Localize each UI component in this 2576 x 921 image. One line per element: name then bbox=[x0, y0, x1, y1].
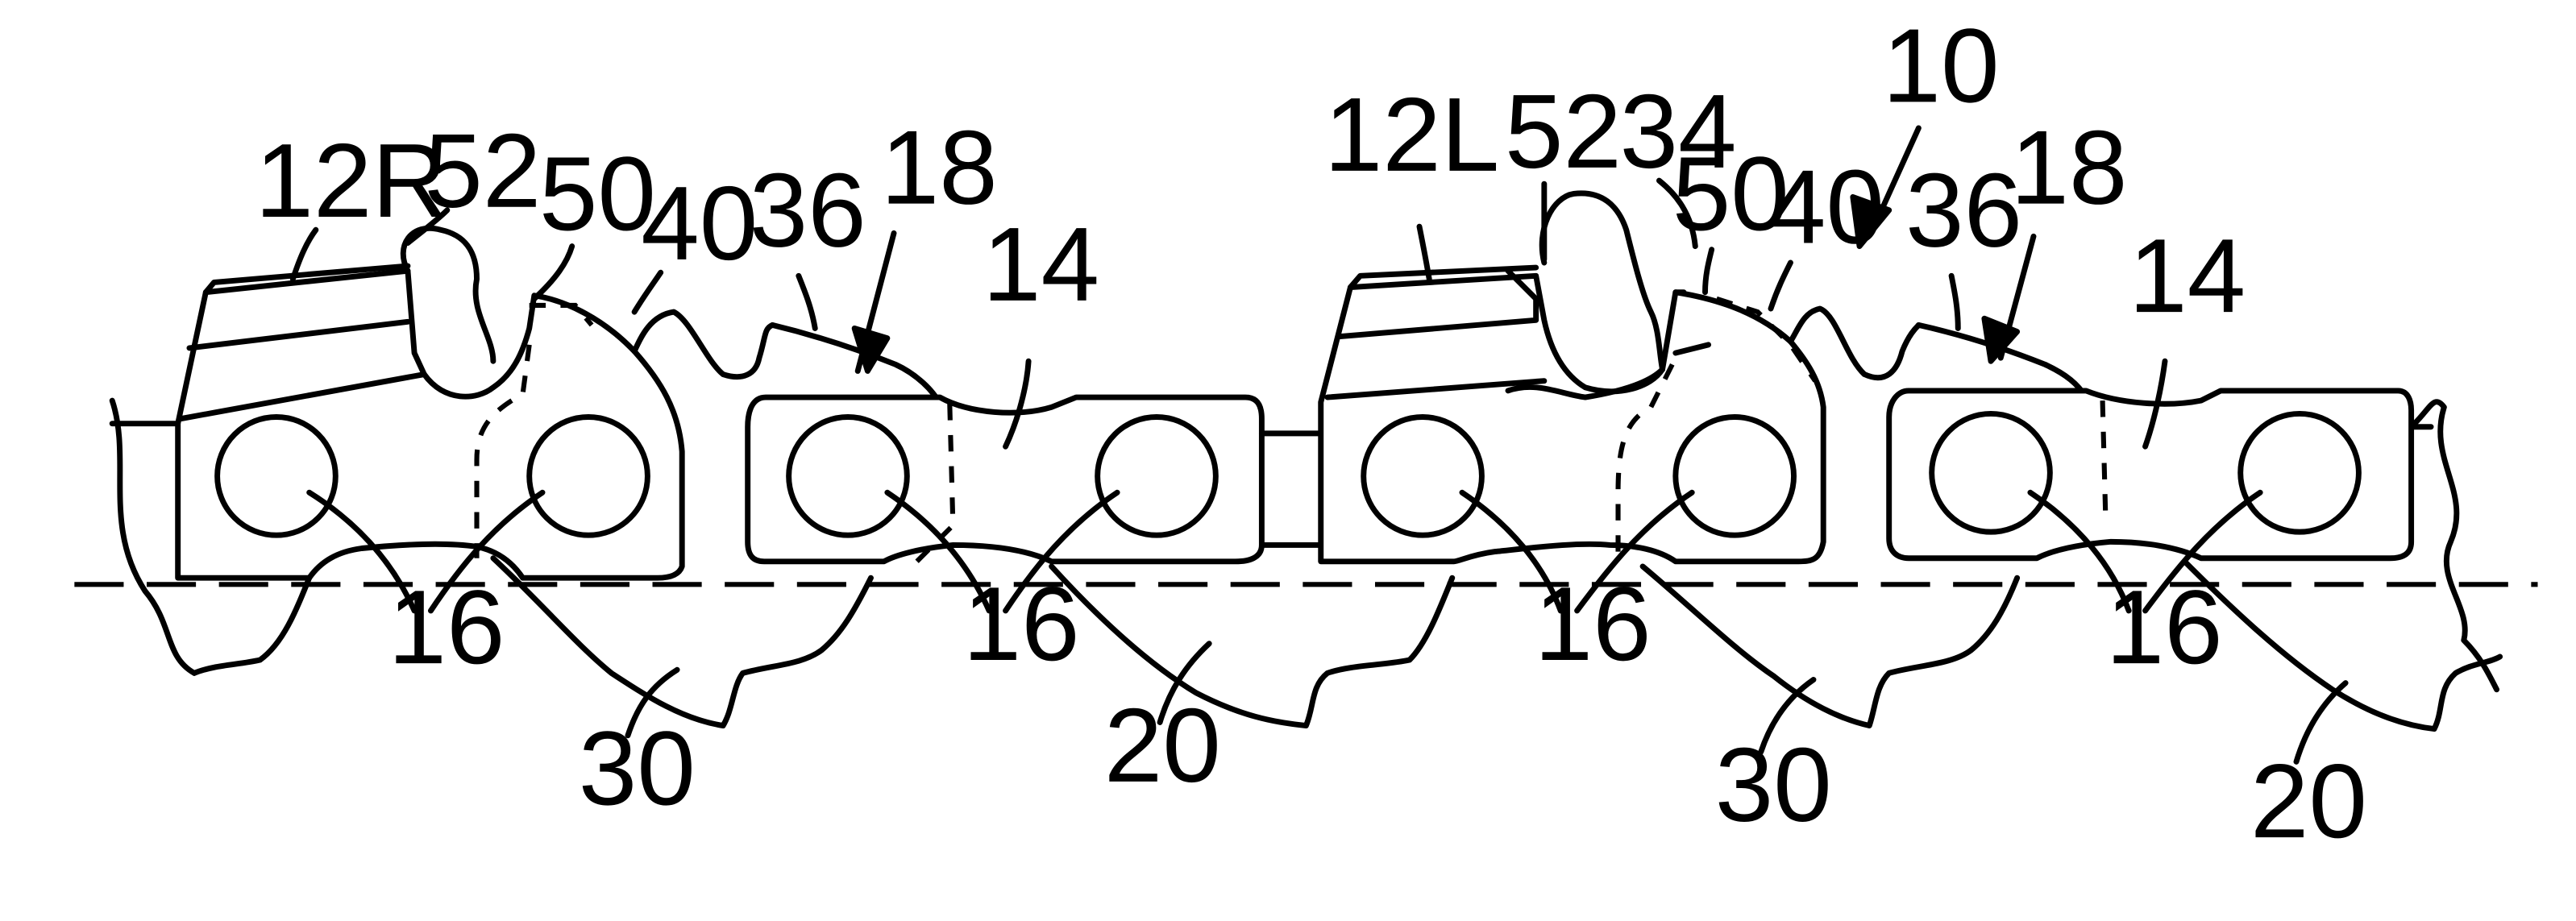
leader-16-2 bbox=[427, 489, 546, 614]
label-40-right: 40 bbox=[1768, 148, 1884, 266]
label-52-left: 52 bbox=[424, 112, 541, 230]
label-16-a: 16 bbox=[388, 568, 505, 686]
depth-gauge-40-right bbox=[1672, 289, 1922, 381]
left-break-line bbox=[109, 397, 197, 676]
label-50-left: 50 bbox=[539, 135, 656, 252]
chain-connector bbox=[1258, 430, 1324, 548]
label-12r: 12R bbox=[255, 122, 447, 239]
leader-34 bbox=[1656, 177, 1698, 250]
leader-16-3 bbox=[884, 489, 992, 614]
leader-16-6 bbox=[1574, 489, 1695, 614]
label-16-d: 16 bbox=[2106, 568, 2223, 686]
rivet-16-1 bbox=[214, 414, 339, 538]
rivet-16-2 bbox=[526, 414, 650, 538]
leader-lines bbox=[289, 125, 2349, 765]
leader-50-right bbox=[1702, 247, 1715, 296]
label-30-right: 30 bbox=[1715, 726, 1832, 844]
leader-36-left bbox=[796, 272, 818, 331]
leader-12l bbox=[1416, 223, 1432, 282]
label-40-left: 40 bbox=[641, 164, 758, 282]
drive-link-20-right bbox=[2181, 558, 2503, 732]
tie-strap-18-left-top bbox=[769, 322, 943, 407]
label-14-right: 14 bbox=[2129, 217, 2246, 334]
label-52-right: 52 bbox=[1505, 73, 1622, 190]
arrow-18-left bbox=[851, 326, 891, 374]
leader-12r bbox=[289, 226, 319, 282]
reference-numerals: 12R 52 50 40 36 18 14 12L 52 34 50 40 10… bbox=[255, 6, 2367, 860]
rivet-16-5 bbox=[1361, 414, 1485, 538]
cutter-12l-top-plate bbox=[1324, 264, 1548, 400]
leader-20-left bbox=[1157, 641, 1212, 725]
leader-16-8 bbox=[2142, 489, 2263, 614]
rivet-16-8 bbox=[2237, 410, 2362, 535]
leader-50-left bbox=[531, 243, 575, 302]
label-20-right: 20 bbox=[2250, 742, 2367, 860]
leader-30-left bbox=[625, 666, 680, 739]
cutter-12r-hidden-edges bbox=[474, 302, 594, 558]
rivet-16-4 bbox=[1095, 414, 1219, 538]
drive-link-30-left bbox=[191, 555, 874, 729]
label-16-b: 16 bbox=[963, 565, 1080, 682]
label-18-left: 18 bbox=[881, 109, 998, 226]
leader-16-1 bbox=[306, 489, 418, 614]
label-12l: 12L bbox=[1324, 76, 1500, 193]
tie-strap-14-right-hidden bbox=[2100, 400, 2109, 526]
rivet-16-6 bbox=[1672, 414, 1797, 538]
drive-link-30-right bbox=[1639, 563, 2021, 729]
rivet-16-3 bbox=[786, 414, 910, 538]
leader-30-right bbox=[1758, 677, 1817, 755]
label-18-right: 18 bbox=[2010, 109, 2127, 226]
leader-40-right bbox=[1768, 259, 1793, 312]
label-36-left: 36 bbox=[750, 151, 866, 269]
leader-14-right bbox=[2142, 358, 2168, 450]
right-break-line bbox=[2412, 399, 2500, 693]
cutter-12l-gullet bbox=[1539, 190, 1665, 372]
label-16-c: 16 bbox=[1535, 565, 1652, 682]
label-30-left: 30 bbox=[579, 709, 696, 827]
drive-link-20-left bbox=[1049, 563, 1456, 729]
label-10: 10 bbox=[1883, 6, 2000, 124]
label-36-right: 36 bbox=[1905, 151, 2022, 269]
tie-strap-18-right-top bbox=[1915, 322, 2089, 400]
arrow-10 bbox=[1850, 194, 1893, 250]
arrow-18-right bbox=[1981, 315, 2021, 364]
cutter-12r-gullet bbox=[400, 225, 497, 364]
leader-20-right bbox=[2293, 680, 2349, 765]
cutter-12r-top-plate bbox=[178, 263, 427, 422]
cutter-12l-hidden-edges bbox=[1615, 296, 1818, 566]
label-50-right: 50 bbox=[1672, 135, 1789, 252]
rivet-16-7 bbox=[1929, 410, 2053, 535]
label-14-left: 14 bbox=[983, 205, 1099, 323]
cutter-12l-underside bbox=[1505, 366, 1665, 400]
label-34: 34 bbox=[1620, 73, 1737, 190]
leader-14-left bbox=[1003, 358, 1032, 450]
leader-16-7 bbox=[2027, 489, 2132, 614]
leader-16-4 bbox=[1003, 489, 1120, 614]
leader-36-right bbox=[1948, 272, 1961, 331]
leader-52-left bbox=[405, 207, 451, 247]
label-20-left: 20 bbox=[1104, 687, 1221, 804]
leader-16-5 bbox=[1459, 489, 1564, 614]
leader-40-left bbox=[631, 269, 664, 315]
depth-gauge-40-left bbox=[631, 309, 775, 380]
